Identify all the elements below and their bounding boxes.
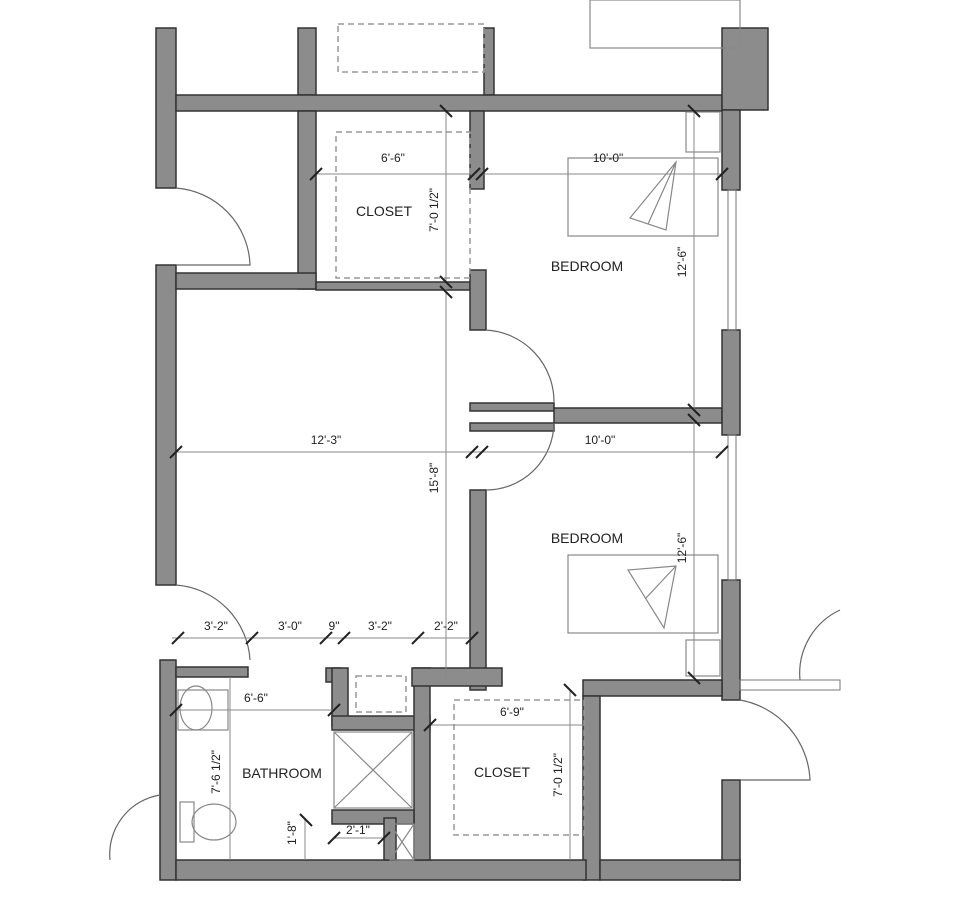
- dim-closet-top-width: 6'-6": [381, 151, 405, 165]
- dim-closet-top-depth: 7'-0 1/2": [427, 188, 441, 232]
- doors: [109, 187, 841, 861]
- room-label-bedroom-bottom: BEDROOM: [551, 530, 623, 546]
- dim-bedroom-bottom-depth: 12'-6": [675, 533, 689, 564]
- dim-shower-gap: 1'-8": [285, 821, 299, 845]
- dim-bedroom-top-width: 10'-0": [593, 151, 624, 165]
- dim-living-depth: 15'-8": [427, 463, 441, 494]
- walls: [155, 27, 769, 881]
- room-label-bedroom-top: BEDROOM: [551, 258, 623, 274]
- closet-upper-shelf: [337, 23, 485, 73]
- dim-closet-bottom-width: 6'-9": [500, 705, 524, 719]
- dim-living-width: 12'-3": [311, 433, 342, 447]
- furniture: [177, 0, 741, 861]
- dim-seg-1: 3'-2": [204, 619, 228, 633]
- sink-icon: [179, 685, 213, 731]
- dimension-lines: [172, 111, 722, 860]
- dim-bathroom-depth: 7'-6 1/2": [209, 750, 223, 794]
- dim-closet-bottom-depth: 7'-0 1/2": [551, 753, 565, 797]
- room-label-closet-top: CLOSET: [356, 203, 412, 219]
- dim-seg-3: 9": [329, 619, 340, 633]
- dim-bedroom-bottom-width: 10'-0": [585, 433, 616, 447]
- dim-shower-width: 2'-1": [346, 823, 370, 837]
- dim-seg-5: 2'-2": [434, 619, 458, 633]
- dim-seg-4: 3'-2": [368, 619, 392, 633]
- room-label-bathroom: BATHROOM: [242, 765, 322, 781]
- closet-bottom-shelf: [453, 699, 585, 836]
- toilet-icon: [191, 803, 237, 841]
- room-label-closet-bottom: CLOSET: [474, 764, 530, 780]
- dim-bathroom-width: 6'-6": [244, 691, 268, 705]
- shower: [333, 731, 413, 809]
- dim-seg-2: 3'-0": [278, 619, 302, 633]
- dim-bedroom-top-depth: 12'-6": [675, 247, 689, 278]
- windows: [727, 189, 841, 691]
- dimension-ticks: [169, 104, 729, 845]
